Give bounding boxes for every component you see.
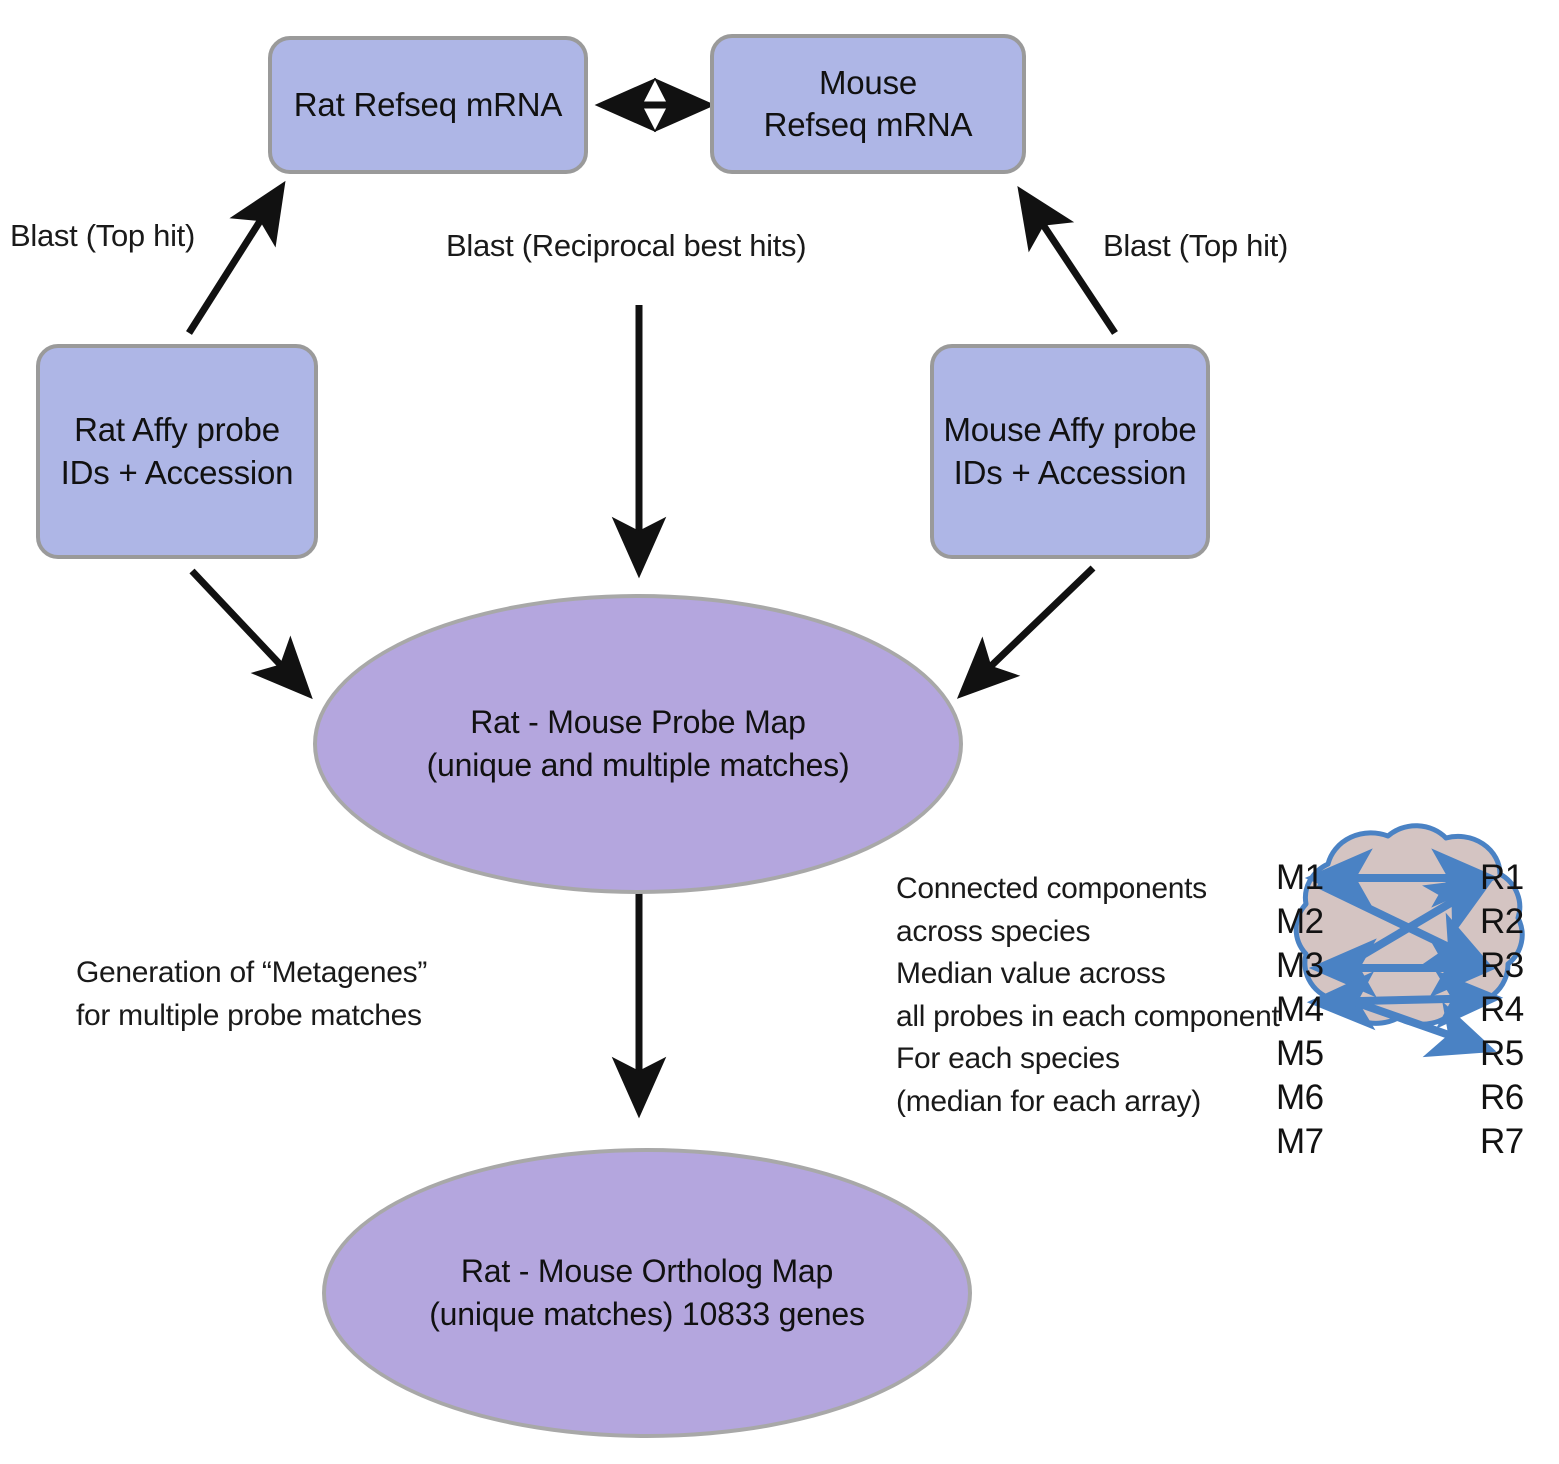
gene-label-m1: M1 xyxy=(1276,858,1324,897)
link-m3-r5 xyxy=(1330,990,1497,1058)
note-metagenes-line-1: for multiple probe matches xyxy=(76,998,422,1032)
mouse-gene-column: M1 M2 M3 M4 M5 M6 M7 xyxy=(1276,856,1324,1164)
edge-rat-affy-to-probe-map xyxy=(189,568,313,700)
node-probe-map-line-0: Rat - Mouse Probe Map xyxy=(470,703,806,740)
note-connected-line-1: across species xyxy=(896,914,1091,948)
gene-label-r6: R6 xyxy=(1480,1078,1524,1117)
node-ortholog-map-line-0: Rat - Mouse Ortholog Map xyxy=(460,1252,834,1289)
label-blast-top-hit-left: Blast (Top hit) xyxy=(10,218,196,253)
gene-label-r4: R4 xyxy=(1480,990,1524,1029)
connected-component-sketch: M1 M2 M3 M4 M5 M6 M7 R1 R2 R3 R4 R5 R6 R… xyxy=(1262,812,1559,1172)
node-mouse-refseq-line-0: Mouse xyxy=(818,63,918,101)
note-connected-line-5: (median for each array) xyxy=(896,1084,1201,1118)
label-blast-top-hit-right: Blast (Top hit) xyxy=(1103,228,1289,263)
node-rat-affy-line-1: IDs + Accession xyxy=(60,453,294,491)
gene-label-m7: M7 xyxy=(1276,1122,1324,1161)
note-connected-line-3: all probes in each component xyxy=(896,999,1280,1033)
label-blast-reciprocal-best-hits: Blast (Reciprocal best hits) xyxy=(446,228,807,263)
gene-label-m2: M2 xyxy=(1276,902,1324,941)
edge-mouse-affy-to-mouse-refseq xyxy=(1017,186,1118,335)
note-connected-line-4: For each species xyxy=(896,1042,1120,1076)
node-rat-refseq-line-0: Rat Refseq mRNA xyxy=(293,85,563,123)
note-connected-line-2: Median value across xyxy=(896,957,1166,991)
gene-label-r2: R2 xyxy=(1480,902,1524,941)
cloud-svg xyxy=(1293,823,1525,1058)
node-mouse-refseq-line-1: Refseq mRNA xyxy=(763,106,973,143)
node-rat-mouse-ortholog-map[interactable]: Rat - Mouse Ortholog Map (unique matches… xyxy=(322,1148,972,1438)
edge-rat-affy-to-rat-refseq xyxy=(186,180,286,335)
note-generation-of-metagenes: Generation of “Metagenes” for multiple p… xyxy=(76,952,427,1037)
node-rat-affy-line-0: Rat Affy probe xyxy=(74,411,280,449)
component-links xyxy=(1304,848,1504,1058)
gene-label-m5: M5 xyxy=(1276,1034,1324,1073)
gene-label-r7: R7 xyxy=(1480,1122,1524,1161)
edge-mouse-affy-to-probe-map xyxy=(956,565,1096,699)
note-metagenes-line-0: Generation of “Metagenes” xyxy=(76,956,428,989)
note-connected-line-0: Connected components xyxy=(896,872,1207,905)
node-rat-mouse-probe-map[interactable]: Rat - Mouse Probe Map (unique and multip… xyxy=(313,594,963,894)
gene-label-m6: M6 xyxy=(1276,1078,1324,1117)
node-mouse-refseq-mrna[interactable]: Mouse Refseq mRNA xyxy=(710,34,1026,174)
rat-gene-column: R1 R2 R3 R4 R5 R6 R7 xyxy=(1480,856,1524,1164)
node-mouse-affy-line-0: Mouse Affy probe xyxy=(943,411,1197,449)
node-mouse-affy-line-1: IDs + Accession xyxy=(953,453,1187,491)
node-probe-map-line-1: (unique and multiple matches) xyxy=(426,747,850,783)
note-connected-components: Connected components across species Medi… xyxy=(896,868,1280,1124)
node-mouse-affy-probe[interactable]: Mouse Affy probe IDs + Accession xyxy=(930,344,1210,559)
gene-label-r3: R3 xyxy=(1480,946,1524,985)
gene-label-m4: M4 xyxy=(1276,990,1324,1029)
node-ortholog-map-line-1: (unique matches) 10833 genes xyxy=(429,1296,865,1332)
gene-label-r1: R1 xyxy=(1480,858,1524,897)
gene-label-m3: M3 xyxy=(1276,946,1324,985)
node-rat-affy-probe[interactable]: Rat Affy probe IDs + Accession xyxy=(36,344,318,559)
node-rat-refseq-mrna[interactable]: Rat Refseq mRNA xyxy=(268,36,588,174)
gene-label-r5: R5 xyxy=(1480,1034,1524,1073)
